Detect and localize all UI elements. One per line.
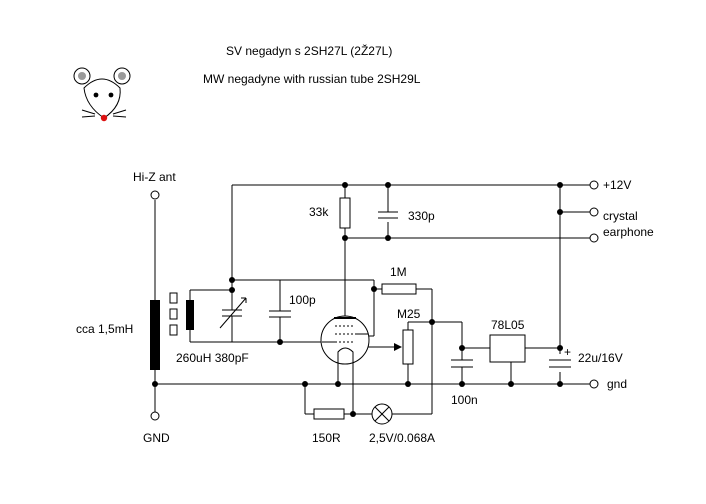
label-33k: 33k	[309, 205, 329, 219]
resistor-150r	[313, 408, 345, 420]
supply-terminal	[589, 180, 599, 190]
label-coil: cca 1,5mH	[76, 322, 133, 336]
label-1m: 1M	[390, 265, 407, 279]
label-antenna: Hi-Z ant	[133, 170, 176, 184]
resistor-1m	[381, 283, 417, 295]
tube-icon	[320, 315, 370, 365]
ground-terminal-left	[150, 411, 160, 421]
label-bulb: 2,5V/0.068A	[369, 431, 435, 445]
ground-terminal-right	[589, 379, 599, 389]
title-czech: SV negadyn s 2SH27L (2Ž27L)	[226, 43, 392, 58]
earphone-terminal-2	[589, 233, 599, 243]
title-english: MW negadyne with russian tube 2SH29L	[203, 72, 421, 86]
label-330p: 330p	[408, 209, 435, 223]
label-m25: M25	[397, 307, 421, 321]
bulb-icon	[371, 403, 393, 425]
label-tank: 260uH 380pF	[176, 351, 249, 365]
potentiometer-m25	[394, 329, 414, 365]
variable-capacitor	[219, 290, 247, 342]
wires	[154, 184, 590, 415]
label-earphone-1: crystal	[603, 209, 638, 223]
junction-dots	[152, 182, 563, 417]
label-100n: 100n	[451, 393, 478, 407]
regulator-78l05	[489, 334, 526, 363]
capacitor-330p	[378, 211, 398, 219]
label-22u: 22u/16V	[578, 351, 623, 365]
capacitor-22u	[549, 359, 571, 368]
label-78l05: 78L05	[491, 318, 525, 332]
label-ground-right: gnd	[607, 377, 627, 391]
antenna-terminal	[150, 190, 160, 200]
mouse-mascot-icon	[73, 67, 131, 122]
resistor-33k	[339, 197, 351, 229]
label-ground-left: GND	[143, 431, 170, 445]
capacitor-100n	[451, 359, 473, 368]
earphone-terminal-1	[589, 207, 599, 217]
label-150r: 150R	[312, 431, 341, 445]
capacitor-100p	[269, 310, 291, 318]
label-earphone-2: earphone	[603, 225, 654, 239]
label-polarity: +	[564, 345, 571, 359]
antenna-coil	[150, 292, 194, 370]
label-supply: +12V	[603, 178, 631, 192]
label-100p: 100p	[289, 293, 316, 307]
